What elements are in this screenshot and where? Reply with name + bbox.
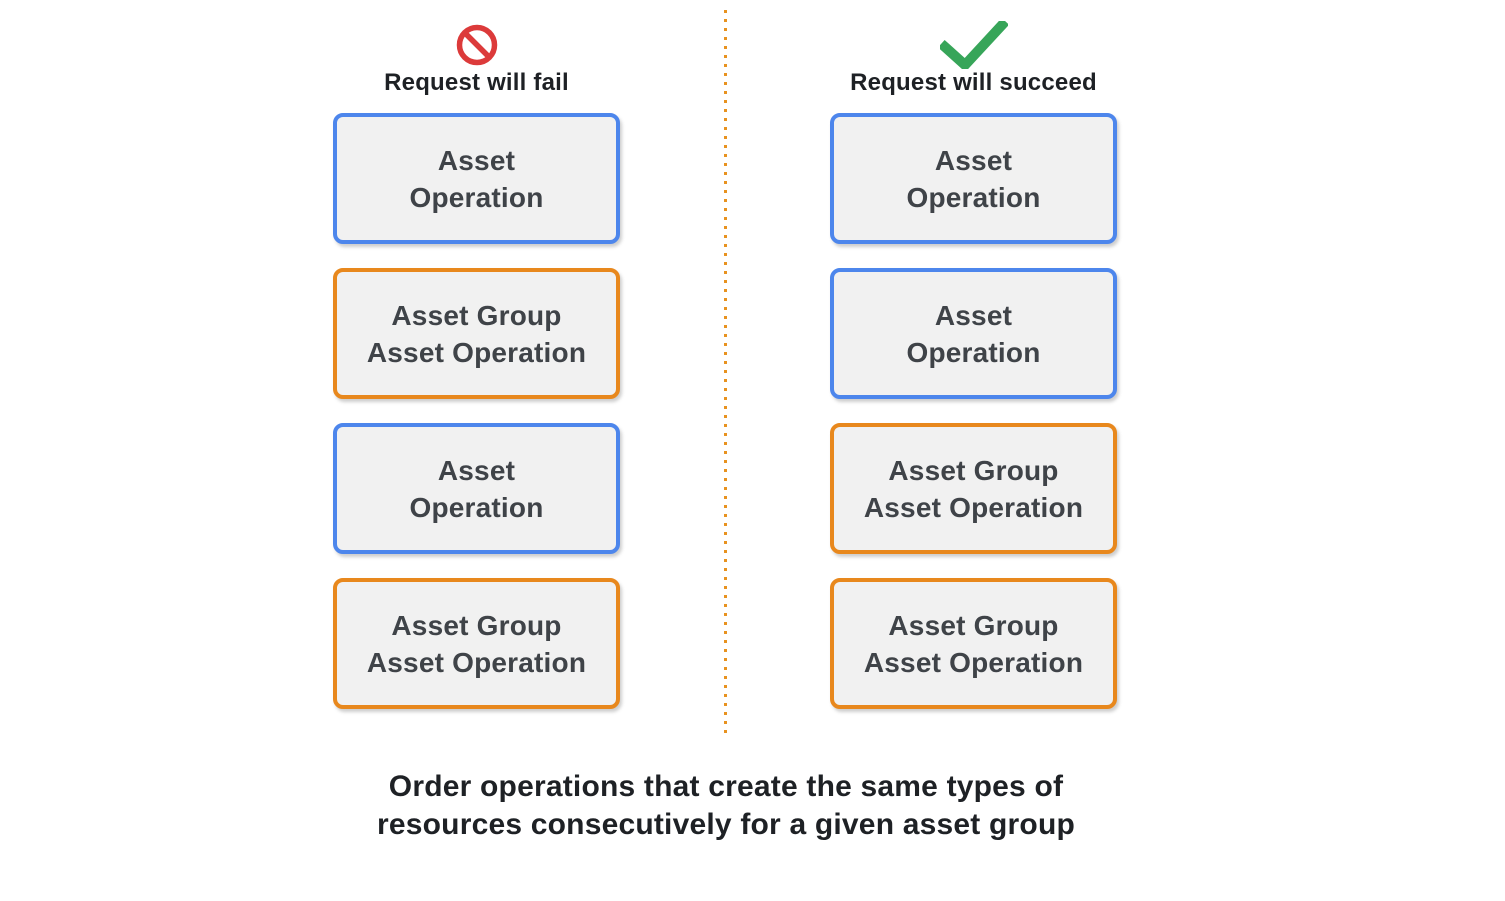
succeed-icon-slot	[939, 21, 1008, 69]
box-label-line: Operation	[409, 181, 544, 213]
fail-icon-slot	[455, 21, 499, 69]
box-label-line: Asset Operation	[366, 336, 587, 368]
box-label-line: Operation	[409, 491, 544, 523]
asset-group-asset-operation-box: Asset Group Asset Operation	[333, 578, 620, 709]
box-label: Asset Operation	[409, 142, 543, 216]
box-label-line: Asset	[437, 144, 516, 176]
asset-group-asset-operation-box: Asset Group Asset Operation	[333, 268, 620, 399]
fail-column-header: Request will fail	[333, 0, 620, 113]
prohibited-icon	[456, 24, 497, 66]
box-label-line: Asset Operation	[366, 646, 587, 678]
box-label-line: Asset Operation	[863, 491, 1084, 523]
box-label-line: Operation	[906, 181, 1041, 213]
dotted-divider-line	[724, 10, 727, 739]
asset-operation-box: Asset Operation	[830, 113, 1117, 244]
succeed-column-header: Request will succeed	[830, 0, 1117, 113]
box-label: Asset Group Asset Operation	[864, 607, 1083, 681]
box-label: Asset Group Asset Operation	[367, 607, 586, 681]
box-label-line: Asset Group	[888, 454, 1059, 486]
succeed-column: Request will succeed Asset Operation Ass…	[830, 0, 1117, 733]
asset-operation-box: Asset Operation	[333, 113, 620, 244]
fail-column: Request will fail Asset Operation Asset …	[333, 0, 620, 733]
succeed-column-label: Request will succeed	[850, 69, 1097, 96]
box-label: Asset Group Asset Operation	[367, 297, 586, 371]
box-label: Asset Group Asset Operation	[864, 452, 1083, 526]
box-label-line: Asset	[934, 144, 1013, 176]
box-label-line: Asset	[934, 299, 1013, 331]
box-label-line: Operation	[906, 336, 1041, 368]
caption: Order operations that create the same ty…	[0, 768, 1452, 844]
box-label-line: Asset Operation	[863, 646, 1084, 678]
asset-group-asset-operation-box: Asset Group Asset Operation	[830, 423, 1117, 554]
box-label-line: Asset	[437, 454, 516, 486]
check-icon	[939, 21, 1008, 69]
box-label-line: Asset Group	[391, 609, 562, 641]
box-label: Asset Operation	[906, 297, 1040, 371]
asset-operation-box: Asset Operation	[830, 268, 1117, 399]
caption-line: resources consecutively for a given asse…	[377, 808, 1075, 841]
box-label-line: Asset Group	[391, 299, 562, 331]
box-label-line: Asset Group	[888, 609, 1059, 641]
box-label: Asset Operation	[409, 452, 543, 526]
box-label: Asset Operation	[906, 142, 1040, 216]
asset-group-asset-operation-box: Asset Group Asset Operation	[830, 578, 1117, 709]
fail-column-label: Request will fail	[384, 69, 569, 96]
asset-operation-box: Asset Operation	[333, 423, 620, 554]
caption-line: Order operations that create the same ty…	[388, 770, 1064, 803]
